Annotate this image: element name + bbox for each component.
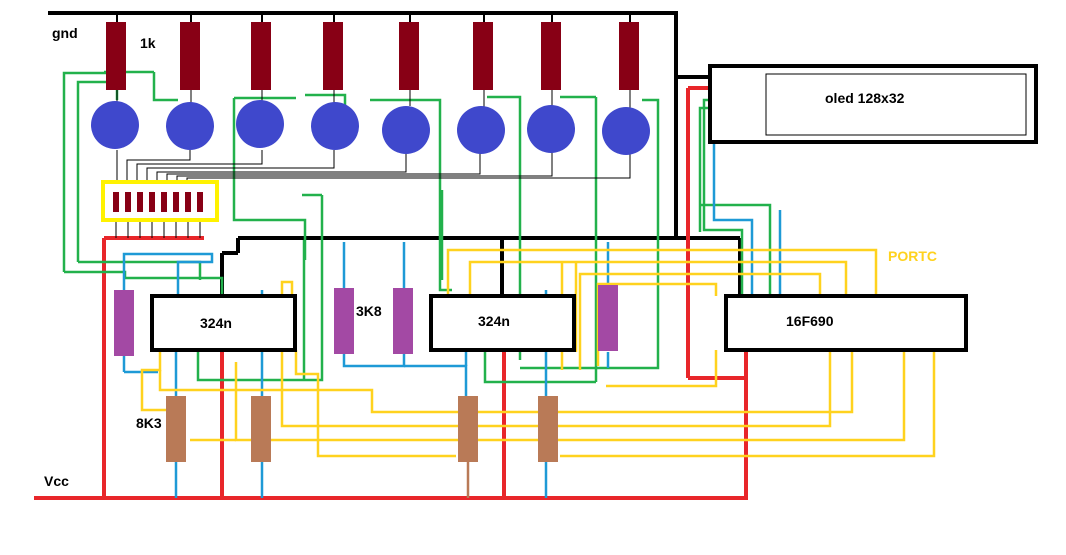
resistor-8k3-3 [458,396,478,462]
dip-switch-position-5 [161,192,167,212]
led-2 [166,102,214,150]
ground-rail [48,11,742,296]
gnd-label: gnd [52,25,78,41]
portc-label: PORTC [888,248,937,264]
opamp-right-label: 324n [478,313,510,329]
resistor-mid-2 [334,288,354,354]
yellow-signal-wires [140,248,936,458]
resistor-1k-5 [399,22,419,90]
led-5 [382,106,430,154]
dip-switch-position-1 [113,192,119,212]
mcu-label: 16F690 [786,313,834,329]
led-7 [527,105,575,153]
leds [91,100,650,155]
resistor-8k3-2 [251,396,271,462]
top-resistors [106,22,639,90]
resistor-1k-3 [251,22,271,90]
resistor-1k-8 [619,22,639,90]
resistor-value-label: 1k [140,35,156,51]
resistor-mid-1 [114,290,134,356]
led-8 [602,107,650,155]
mid-resistor-label: 3K8 [356,303,382,319]
resistor-mid-3 [393,288,413,354]
bottom-resistors [166,396,558,462]
opamp-right-chip [429,294,576,352]
led-switch-wires [115,90,631,238]
mid-resistors [114,285,618,356]
dip-switch [101,180,219,222]
vcc-label: Vcc [44,473,69,489]
resistor-1k-1 [106,22,126,90]
led-6 [457,106,505,154]
bottom-resistor-label: 8K3 [136,415,162,431]
dip-switch-position-7 [185,192,191,212]
dip-switch-position-8 [197,192,203,212]
led-1 [91,101,139,149]
led-4 [311,102,359,150]
opamp-left-chip [150,294,297,352]
oled-label: oled 128x32 [825,90,905,106]
resistor-1k-2 [180,22,200,90]
resistor-mid-4 [598,285,618,351]
resistor-1k-4 [323,22,343,90]
dip-switch-position-3 [137,192,143,212]
dip-switch-position-2 [125,192,131,212]
resistor-8k3-4 [538,396,558,462]
blue-signal-wires [122,112,782,498]
resistor-1k-7 [541,22,561,90]
mcu-chip [724,294,968,352]
opamp-left-label: 324n [200,315,232,331]
vcc-rail [34,86,748,500]
dip-switch-position-6 [173,192,179,212]
resistor-8k3-1 [166,396,186,462]
resistor-1k-6 [473,22,493,90]
led-3 [236,100,284,148]
dip-switch-position-4 [149,192,155,212]
oled-screen [765,73,1027,136]
